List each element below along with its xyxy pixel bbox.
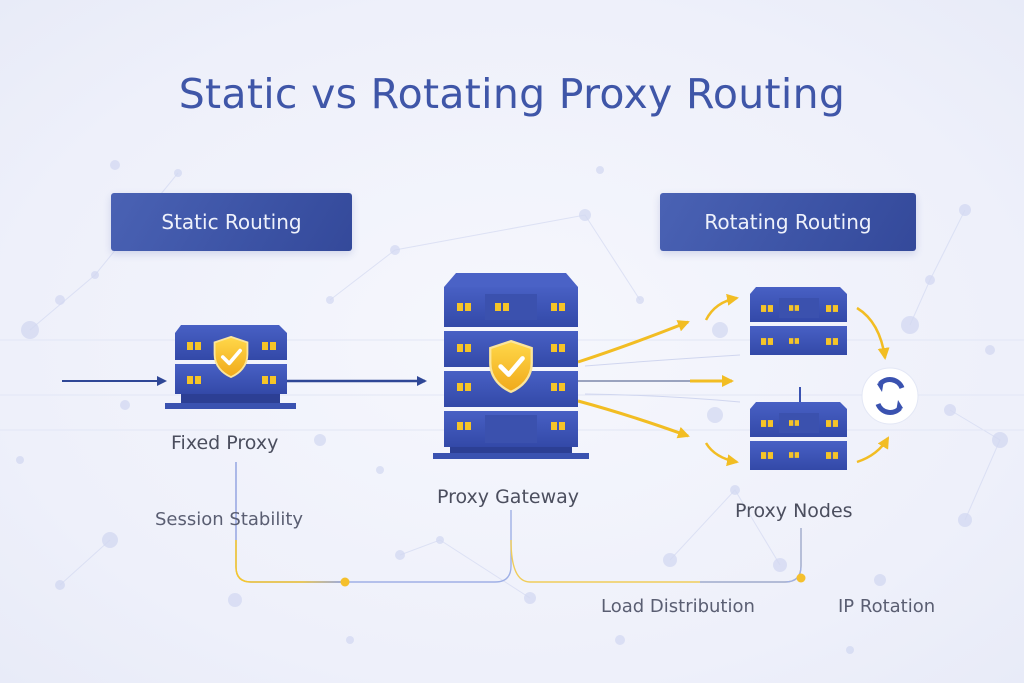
ip-rotation-label: IP Rotation <box>838 596 936 617</box>
proxy-node-server-icon[interactable] <box>750 387 847 470</box>
top-node-to-rotation <box>856 306 890 360</box>
proxy-gateway-server-icon[interactable] <box>433 273 589 459</box>
proxy-nodes-label: Proxy Nodes <box>735 500 853 522</box>
proxy-node-server-icon[interactable] <box>750 287 847 355</box>
junction-dot <box>340 577 350 587</box>
junction-dot <box>796 573 806 583</box>
rotating-routing-header: Rotating Routing <box>660 193 916 251</box>
load-distribution-label: Load Distribution <box>601 596 755 617</box>
bottom-node-to-rotation <box>856 436 890 464</box>
gateway-to-node-bottom-arrow <box>577 399 690 439</box>
curve-to-bottom-node <box>704 442 739 467</box>
fixed-proxy-server-icon[interactable] <box>165 325 296 409</box>
page-title: Static vs Rotating Proxy Routing <box>178 70 846 118</box>
static-routing-header: Static Routing <box>111 193 352 251</box>
fixed-proxy-label: Fixed Proxy <box>171 432 279 454</box>
curve-to-top-node <box>704 293 739 321</box>
proxy-gateway-label: Proxy Gateway <box>437 486 580 508</box>
gateway-to-node-top-arrow <box>577 320 690 364</box>
rotate-arrows-icon[interactable] <box>861 367 919 425</box>
session-stability-label: Session Stability <box>155 509 304 530</box>
